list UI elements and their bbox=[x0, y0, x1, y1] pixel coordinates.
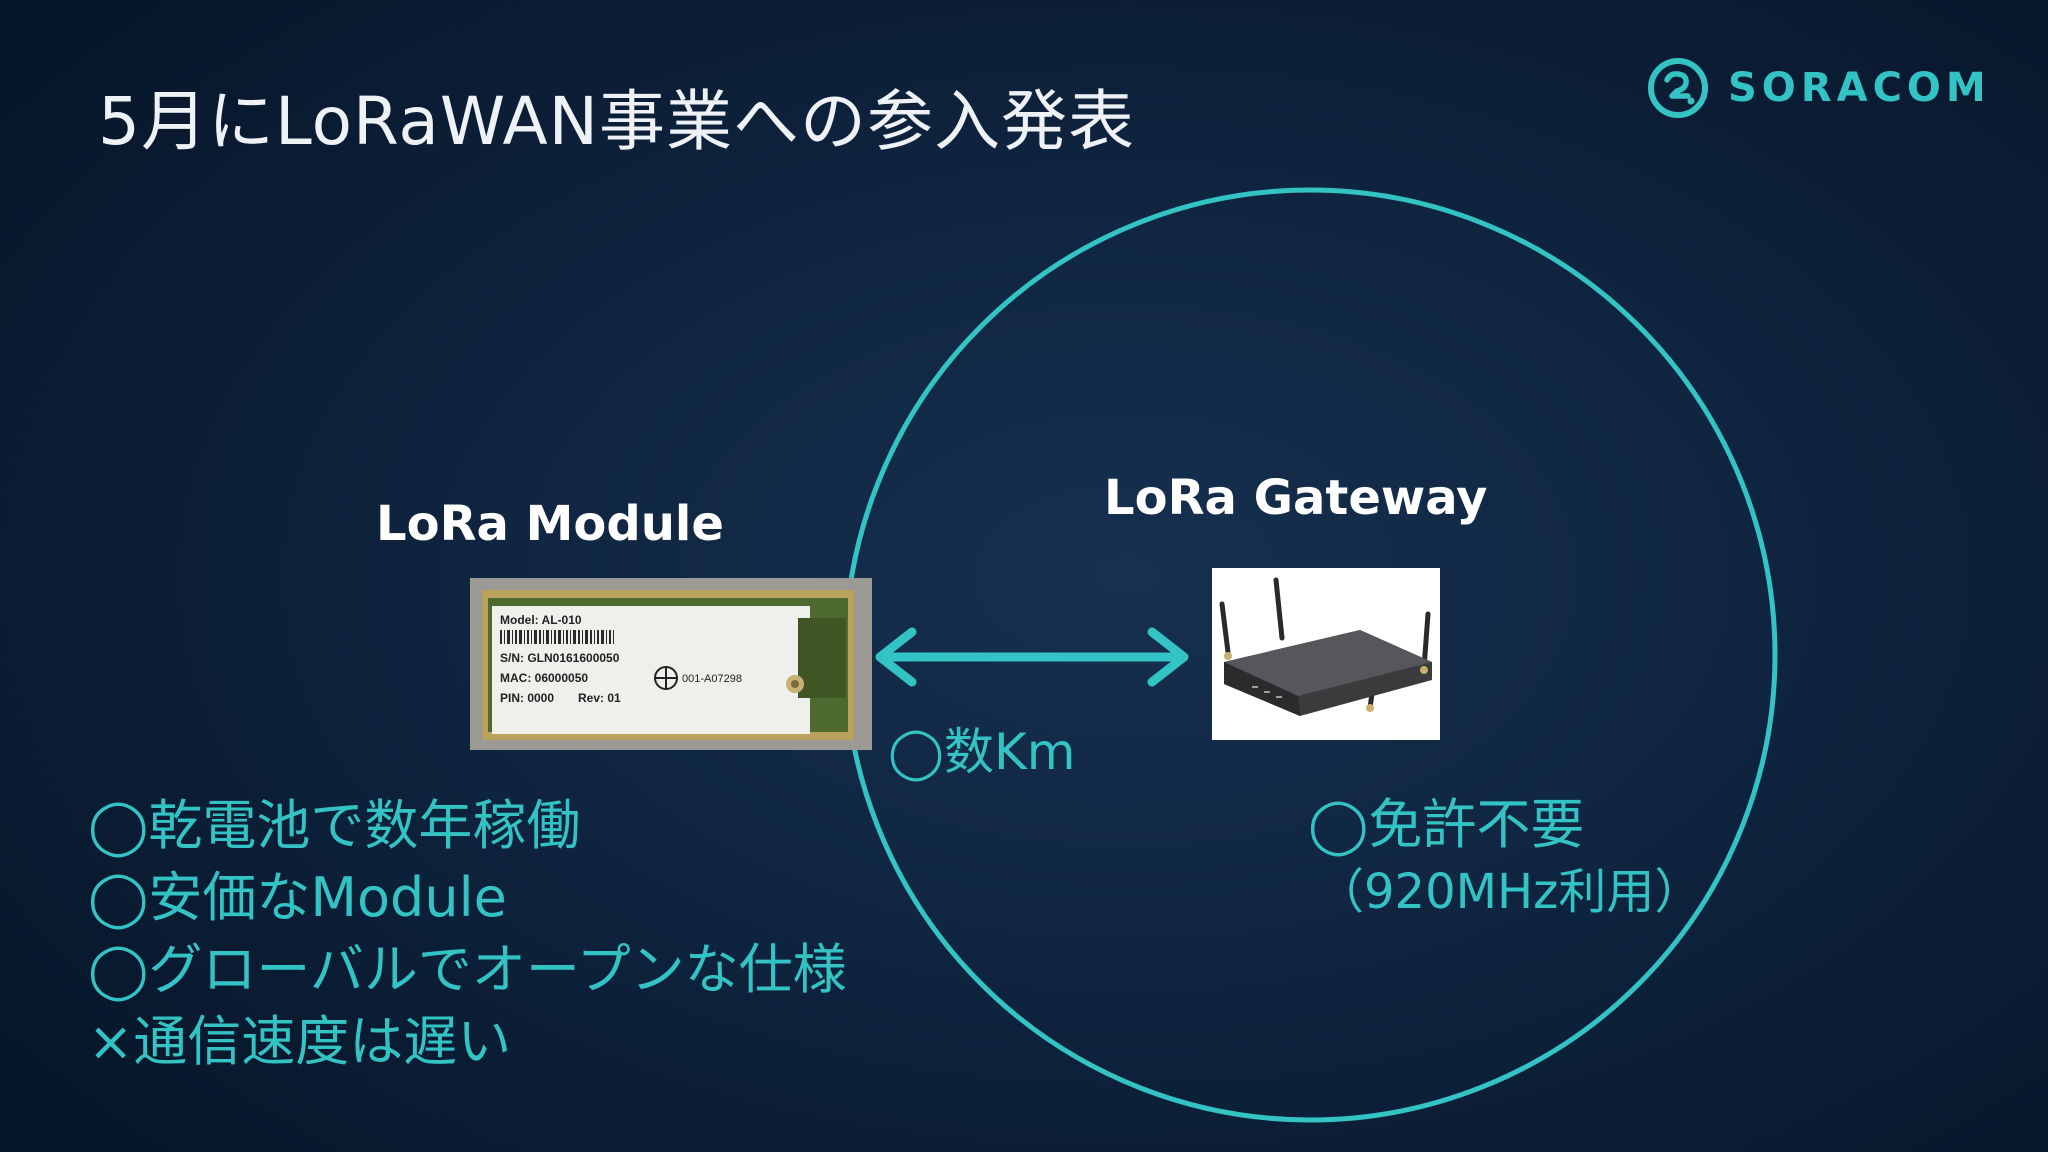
module-sn-text: S/N: GLN0161600050 bbox=[500, 651, 620, 665]
lora-gateway-label: LoRa Gateway bbox=[1104, 470, 1488, 526]
frequency-label: （920MHz利用） bbox=[1316, 864, 1703, 920]
slide-title: 5月にLoRaWAN事業への参入発表 bbox=[98, 83, 1136, 160]
module-cert-text: 001-A07298 bbox=[682, 673, 742, 685]
feature-battery: ◯乾電池で数年稼働 bbox=[88, 794, 581, 857]
lora-module-label: LoRa Module bbox=[376, 496, 724, 552]
module-mac-text: MAC: 06000050 bbox=[500, 671, 588, 685]
module-rev-text: Rev: 01 bbox=[578, 691, 621, 705]
logo-wordmark: SORACOM bbox=[1728, 65, 1991, 111]
soracom-logo-icon bbox=[1648, 58, 1708, 118]
license-free-label: ◯免許不要 bbox=[1308, 793, 1585, 856]
module-model-text: Model: AL-010 bbox=[500, 613, 582, 627]
module-pin-text: PIN: 0000 bbox=[500, 691, 554, 705]
range-arrow bbox=[875, 627, 1189, 687]
lora-gateway-photo bbox=[1212, 568, 1440, 740]
feature-slow-speed: ×通信速度は遅い bbox=[88, 1010, 512, 1073]
feature-list: ◯乾電池で数年稼働 ◯安価なModule ◯グローバルでオープンな仕様 ×通信速… bbox=[88, 790, 847, 1078]
lora-module-photo: Model: AL-010 S/N: GLN0161600050 MAC: 06… bbox=[470, 578, 872, 750]
feature-open-spec: ◯グローバルでオープンな仕様 bbox=[88, 938, 847, 1001]
soracom-logo: SORACOM bbox=[1646, 56, 1991, 120]
distance-label: ◯数Km bbox=[888, 723, 1076, 781]
feature-cheap-module: ◯安価なModule bbox=[88, 866, 507, 929]
